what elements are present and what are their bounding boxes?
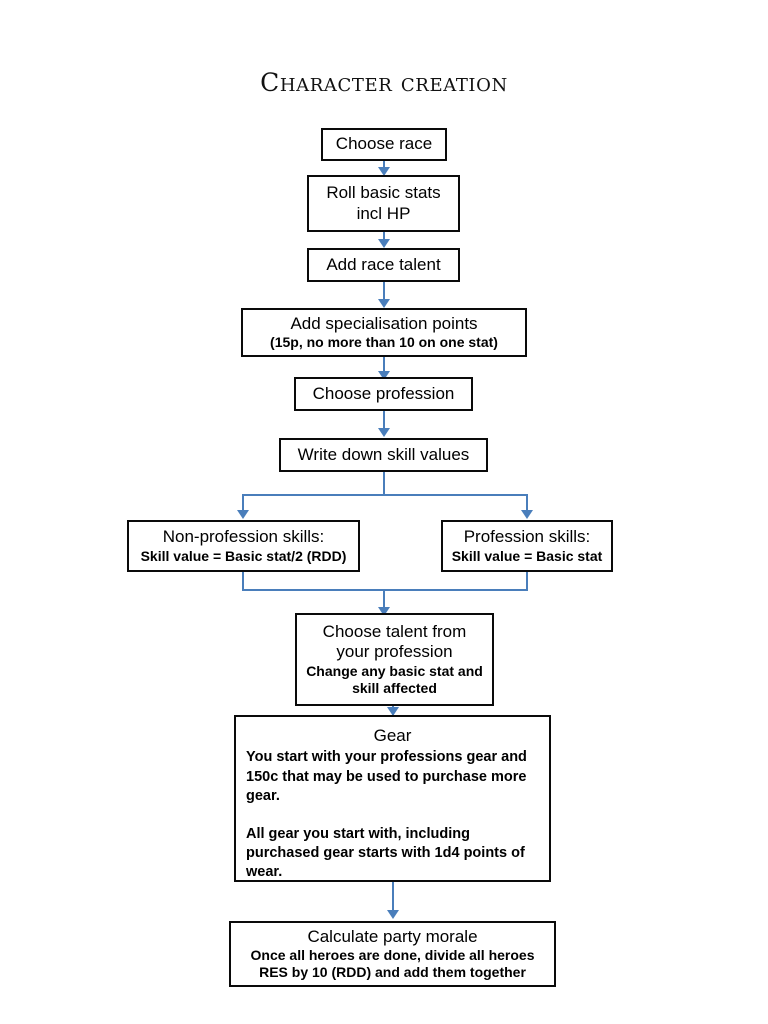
page-title: Character creation <box>260 68 508 97</box>
connector-skillvalues-down <box>383 471 385 495</box>
connector-split-left-drop <box>242 494 244 512</box>
arrowhead-merge-to-talent <box>378 607 390 616</box>
connector-talent-to-spec <box>383 281 385 301</box>
arrowhead-talent-to-gear <box>387 707 399 716</box>
node-calculate-party-morale-label: Calculate party morale <box>307 926 478 946</box>
node-add-specialisation-points-note: (15p, no more than 10 on one stat) <box>270 334 498 351</box>
node-choose-race[interactable]: Choose race <box>321 128 447 161</box>
node-profession-skills-label: Profession skills: <box>463 527 591 547</box>
node-non-profession-skills-note: Skill value = Basic stat/2 (RDD) <box>140 547 347 564</box>
connector-split-bar <box>242 494 528 496</box>
node-choose-talent-label: Choose talent from your profession <box>322 622 467 662</box>
node-gear-note: You start with your professions gear and… <box>246 749 527 881</box>
node-gear-label: Gear <box>373 726 412 745</box>
arrowhead-race-to-stats <box>378 167 390 176</box>
node-roll-basic-stats[interactable]: Roll basic stats incl HP <box>307 175 460 232</box>
node-write-down-skill-values-label: Write down skill values <box>297 444 470 464</box>
connector-profession-to-skillvalues <box>383 410 385 430</box>
node-add-specialisation-points-label: Add specialisation points <box>290 313 478 333</box>
connector-split-right-drop <box>526 494 528 512</box>
arrowhead-spec-to-profession <box>378 371 390 380</box>
node-add-specialisation-points[interactable]: Add specialisation points (15p, no more … <box>241 308 527 357</box>
arrowhead-split-right <box>521 510 533 519</box>
connector-prof-down <box>526 571 528 591</box>
node-choose-talent-note: Change any basic stat and skill affected <box>306 662 483 696</box>
node-profession-skills[interactable]: Profession skills: Skill value = Basic s… <box>441 520 613 572</box>
connector-gear-to-morale <box>392 882 394 912</box>
node-profession-skills-note: Skill value = Basic stat <box>451 547 603 564</box>
node-non-profession-skills-label: Non-profession skills: <box>162 527 325 547</box>
node-write-down-skill-values[interactable]: Write down skill values <box>279 438 488 472</box>
arrowhead-profession-to-skillvalues <box>378 428 390 437</box>
node-add-race-talent-label: Add race talent <box>326 254 441 274</box>
arrowhead-talent-to-spec <box>378 299 390 308</box>
node-gear[interactable]: Gear You start with your professions gea… <box>234 715 551 882</box>
node-add-race-talent[interactable]: Add race talent <box>307 248 460 282</box>
node-choose-profession-label: Choose profession <box>312 383 455 403</box>
node-choose-race-label: Choose race <box>335 134 433 154</box>
arrowhead-split-left <box>237 510 249 519</box>
node-calculate-party-morale-note: Once all heroes are done, divide all her… <box>250 947 535 981</box>
connector-merge-bar <box>242 589 528 591</box>
connector-spec-to-profession <box>383 357 385 373</box>
node-calculate-party-morale[interactable]: Calculate party morale Once all heroes a… <box>229 921 556 987</box>
arrowhead-stats-to-talent <box>378 239 390 248</box>
node-non-profession-skills[interactable]: Non-profession skills: Skill value = Bas… <box>127 520 360 572</box>
node-roll-basic-stats-label: Roll basic stats incl HP <box>326 183 441 223</box>
connector-merge-to-talent <box>383 589 385 609</box>
node-choose-talent[interactable]: Choose talent from your profession Chang… <box>295 613 494 706</box>
node-choose-profession[interactable]: Choose profession <box>294 377 473 411</box>
connector-nonprof-down <box>242 571 244 591</box>
arrowhead-gear-to-morale <box>387 910 399 919</box>
